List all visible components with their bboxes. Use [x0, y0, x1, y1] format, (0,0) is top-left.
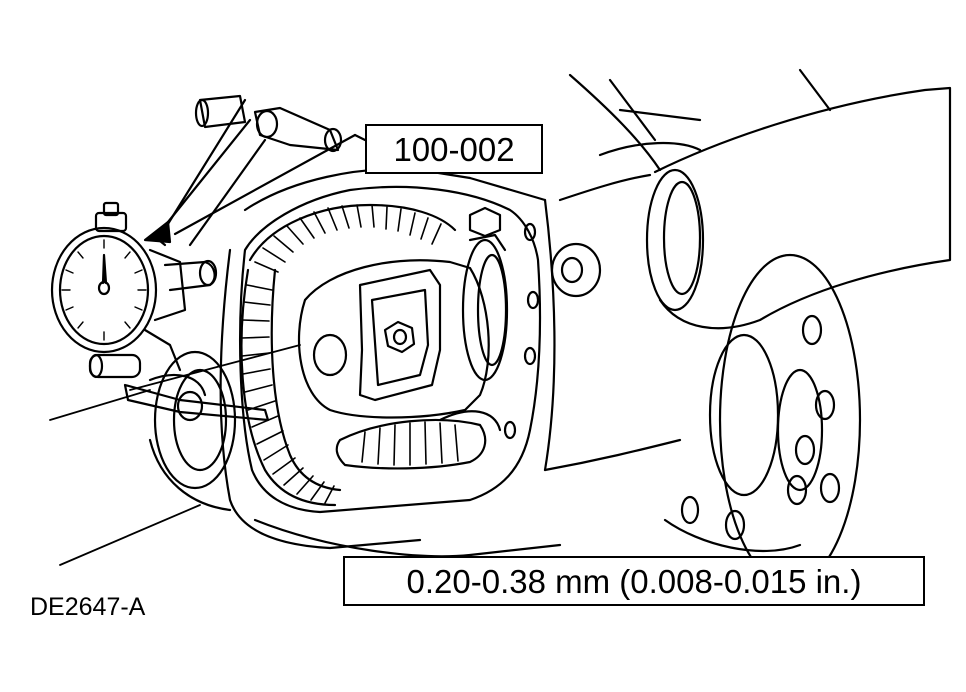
callout-leader: [353, 133, 367, 142]
ground-lines: [49, 344, 301, 566]
differential-case: [297, 206, 509, 419]
tool-number-label: 100-002: [393, 130, 515, 168]
wheel-hub: [663, 253, 862, 587]
backlash-spec-label: 0.20-0.38 mm (0.008-0.015 in.): [406, 562, 862, 600]
axle-tube: [568, 68, 952, 330]
figure-id-label: DE2647-A: [30, 593, 146, 621]
ring-gear: [240, 203, 457, 507]
dial-indicator: [50, 201, 270, 422]
tool-arrow: [143, 118, 357, 244]
tool-number-callout: 100-002: [365, 124, 543, 174]
magnetic-base-rods: [153, 94, 343, 247]
carrier-housing: [219, 167, 682, 558]
backlash-spec-callout: 0.20-0.38 mm (0.008-0.015 in.): [343, 556, 925, 606]
left-housing-end: [148, 350, 237, 512]
pinion-gear: [335, 410, 502, 470]
